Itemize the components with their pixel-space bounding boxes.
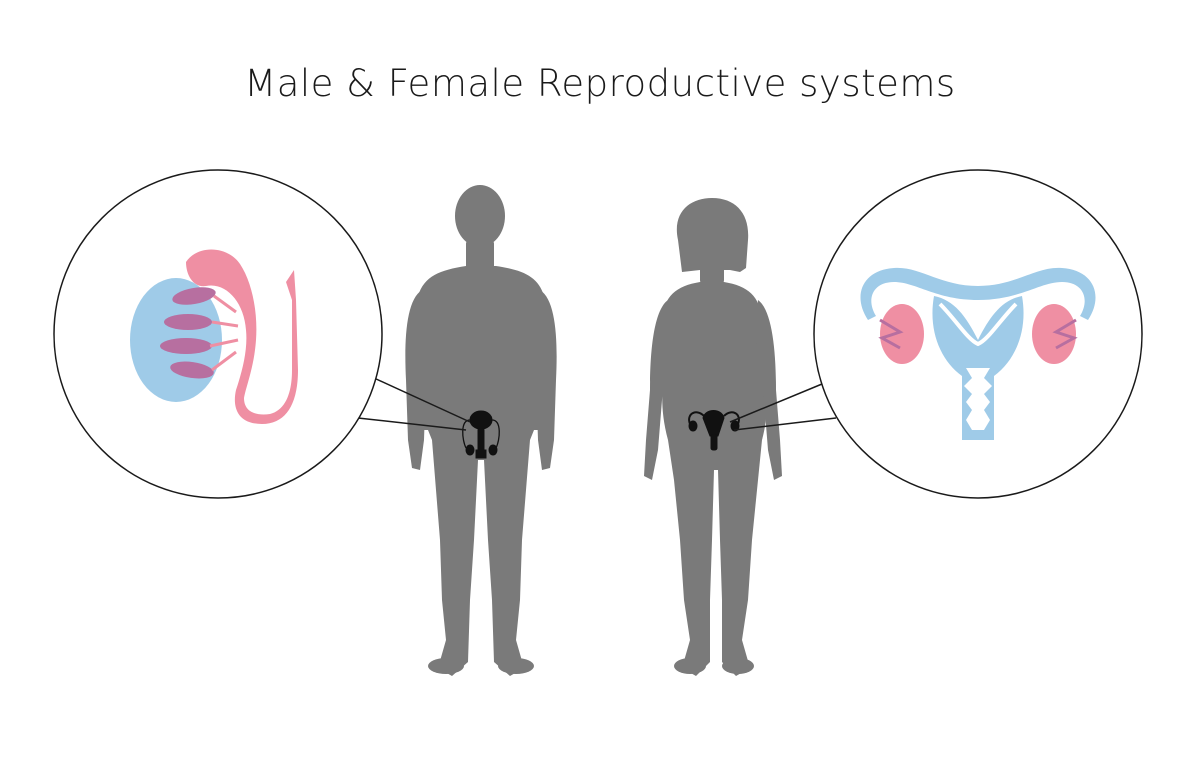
female-organ-icon	[688, 410, 740, 451]
fallopian-tubes-shape	[860, 267, 1096, 320]
female-silhouette	[644, 198, 782, 676]
epididymis-shape	[186, 249, 298, 424]
female-callout	[813, 169, 1143, 499]
callout-lines	[357, 377, 837, 431]
male-organ-icon	[462, 410, 500, 459]
male-silhouette	[405, 185, 557, 676]
left-ovary-shape	[880, 304, 924, 364]
right-ovary-shape	[1032, 304, 1076, 364]
male-callout	[53, 169, 383, 499]
diagram-title: Male & Female Reproductive systems	[244, 62, 956, 105]
